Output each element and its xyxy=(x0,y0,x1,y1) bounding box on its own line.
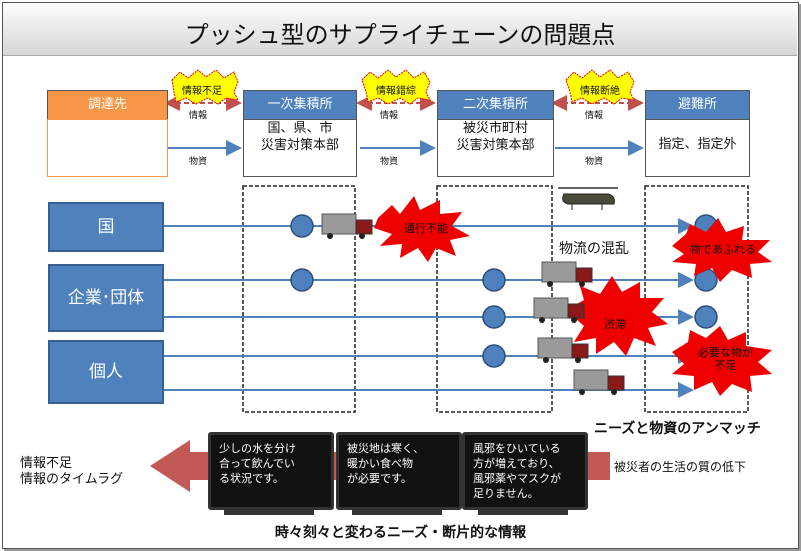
mismatch-label: ニーズと物資のアンマッチ xyxy=(594,421,761,437)
logistics-chaos-label: 物流の混乱 xyxy=(559,241,629,257)
goods-label: 物資 xyxy=(189,157,208,167)
info-label: 情報 xyxy=(189,111,208,121)
badge-shape-1 xyxy=(171,69,239,105)
node xyxy=(694,305,718,329)
tv-text: 被災地は寒く、 暖かい食べ物 が必要です。 xyxy=(347,442,424,485)
tv-stand xyxy=(478,509,568,515)
shelter-header: 避難所 xyxy=(645,90,750,120)
burst-congestion-text: 渋滞 xyxy=(604,318,626,331)
procurement-header: 調達先 xyxy=(47,90,168,120)
trucks xyxy=(321,213,625,395)
actor-individual: 個人 xyxy=(48,340,164,404)
burst-congestion xyxy=(566,276,668,356)
burst-shortage-text: 必要な物が 不足 xyxy=(698,346,753,372)
badge-shape-2 xyxy=(361,69,431,105)
left-label-1: 情報不足 xyxy=(20,456,73,471)
shelter-body: 指定、指定外 xyxy=(645,119,750,177)
helicopter-icon xyxy=(558,187,618,210)
burst-impassable xyxy=(374,196,470,262)
quality-label: 被災者の生活の質の低下 xyxy=(614,460,747,474)
node xyxy=(482,344,506,368)
column-shelter xyxy=(644,185,749,413)
title-bar: プッシュ型のサプライチェーンの問題点 xyxy=(3,3,797,56)
tv-stand xyxy=(352,509,442,515)
primary-header: 一次集積所 xyxy=(243,90,357,120)
truck-icon xyxy=(537,337,589,363)
tv-message-1: 少しの水を分け 合って飲んでい る状況です。 xyxy=(208,432,334,510)
badge-info-confusion: 情報錯綜 xyxy=(376,86,416,97)
page-title: プッシュ型のサプライチェーンの問題点 xyxy=(184,21,616,49)
info-badges xyxy=(171,69,635,105)
procurement-body xyxy=(47,119,168,177)
tv-stand xyxy=(224,509,314,515)
tv-message-2: 被災地は寒く、 暖かい食べ物 が必要です。 xyxy=(336,432,462,510)
badge-info-shortage: 情報不足 xyxy=(182,86,222,97)
node xyxy=(290,268,314,292)
bottom-caption: 時々刻々と変わるニーズ・断片的な情報 xyxy=(274,525,527,541)
burst-shortage xyxy=(672,326,772,396)
columns xyxy=(242,185,749,413)
primary-body: 国、県、市 災害対策本部 xyxy=(243,119,357,177)
info-label: 情報 xyxy=(380,111,399,121)
truck-icon xyxy=(321,213,373,239)
actor-company: 企業･団体 xyxy=(48,264,164,332)
tv-message-3: 風邪をひいている 方が増えており、 風邪薬やマスクが 足りません。 xyxy=(462,432,588,510)
actor-country: 国 xyxy=(48,202,164,252)
badge-info-cutoff: 情報断絶 xyxy=(580,86,620,97)
info-label: 情報 xyxy=(585,111,604,121)
burst-impassable-text: 通行不能 xyxy=(404,222,448,235)
secondary-header: 二次集積所 xyxy=(437,90,554,120)
badge-shape-3 xyxy=(565,69,635,105)
burst-overflow-text: 物であふれる xyxy=(690,243,756,256)
left-label-2: 情報のタイムラグ xyxy=(20,472,124,487)
truck-icon xyxy=(573,369,625,395)
burst-overflow xyxy=(672,218,772,282)
node xyxy=(482,268,506,292)
column-primary xyxy=(242,185,356,413)
node xyxy=(482,305,506,329)
tv-text: 風邪をひいている 方が増えており、 風邪薬やマスクが 足りません。 xyxy=(473,442,561,500)
bursts xyxy=(374,196,772,396)
goods-label: 物資 xyxy=(585,157,604,167)
truck-icon xyxy=(533,297,585,323)
secondary-body: 被災市町村 災害対策本部 xyxy=(437,119,554,177)
node xyxy=(290,214,314,238)
tv-text: 少しの水を分け 合って飲んでい る状況です。 xyxy=(219,442,296,485)
goods-label: 物資 xyxy=(380,157,399,167)
truck-icon xyxy=(541,261,593,287)
